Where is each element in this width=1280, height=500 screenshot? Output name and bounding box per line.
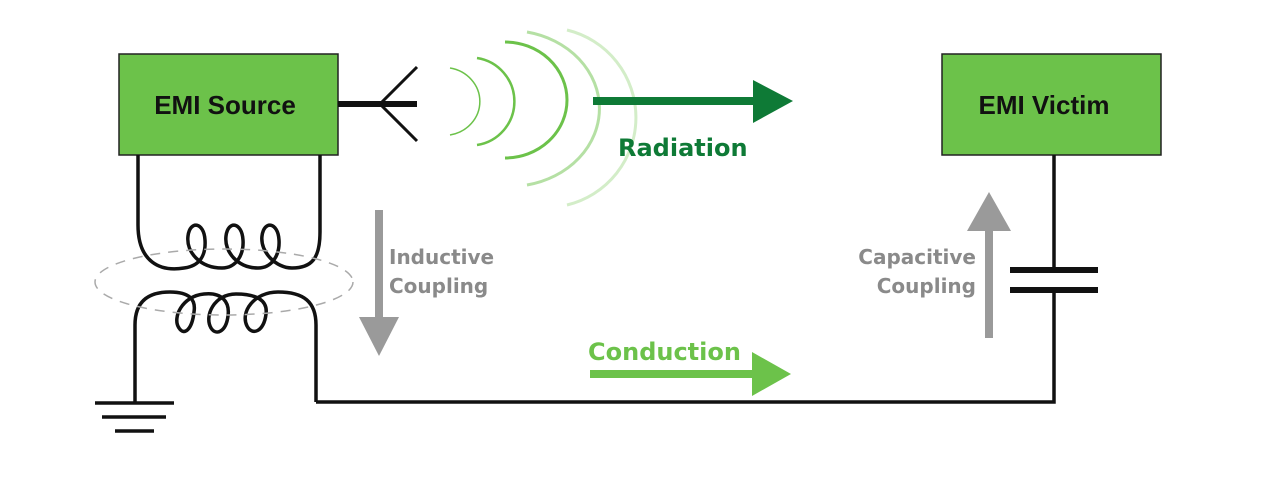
capacitive-label-line2: Coupling xyxy=(877,274,976,298)
emi-source-box xyxy=(118,53,339,156)
wave-arc-4 xyxy=(526,30,601,187)
wave-arc-1 xyxy=(449,67,481,136)
emi-source-block: EMI Source xyxy=(118,53,339,156)
capacitor-icon xyxy=(1010,267,1098,293)
ground-icon xyxy=(95,401,174,433)
emi-victim-label: EMI Victim xyxy=(978,90,1109,120)
conduction-arrow xyxy=(590,352,791,396)
antenna-icon xyxy=(338,65,419,143)
capacitive-coupling-arrow xyxy=(967,192,1011,338)
radiation-arrow-shaft xyxy=(593,97,755,105)
emi-victim-box xyxy=(941,53,1162,156)
conduction-label: Conduction xyxy=(588,338,741,366)
magnetic-field-ellipse xyxy=(94,248,354,316)
transformer-coils-icon xyxy=(133,155,322,402)
capacitive-label-line1: Capacitive xyxy=(858,245,976,269)
wave-arc-5 xyxy=(566,28,638,207)
radiation-arrow xyxy=(593,80,793,123)
primary-coil xyxy=(136,155,322,271)
circuit-wires xyxy=(316,155,1056,404)
radiation-arrow-head xyxy=(753,80,793,123)
wave-arc-3 xyxy=(504,40,569,160)
radiation-waves-icon xyxy=(449,28,638,207)
inductive-coupling-arrow xyxy=(359,210,399,356)
inductive-label-line2: Coupling xyxy=(389,274,488,298)
emi-source-label: EMI Source xyxy=(154,90,296,120)
wave-arc-2 xyxy=(476,56,516,147)
bottom-wire xyxy=(316,290,1056,404)
emi-victim-block: EMI Victim xyxy=(941,53,1162,156)
secondary-coil xyxy=(133,290,318,402)
inductive-label-line1: Inductive xyxy=(389,245,494,269)
radiation-label: Radiation xyxy=(618,134,748,162)
